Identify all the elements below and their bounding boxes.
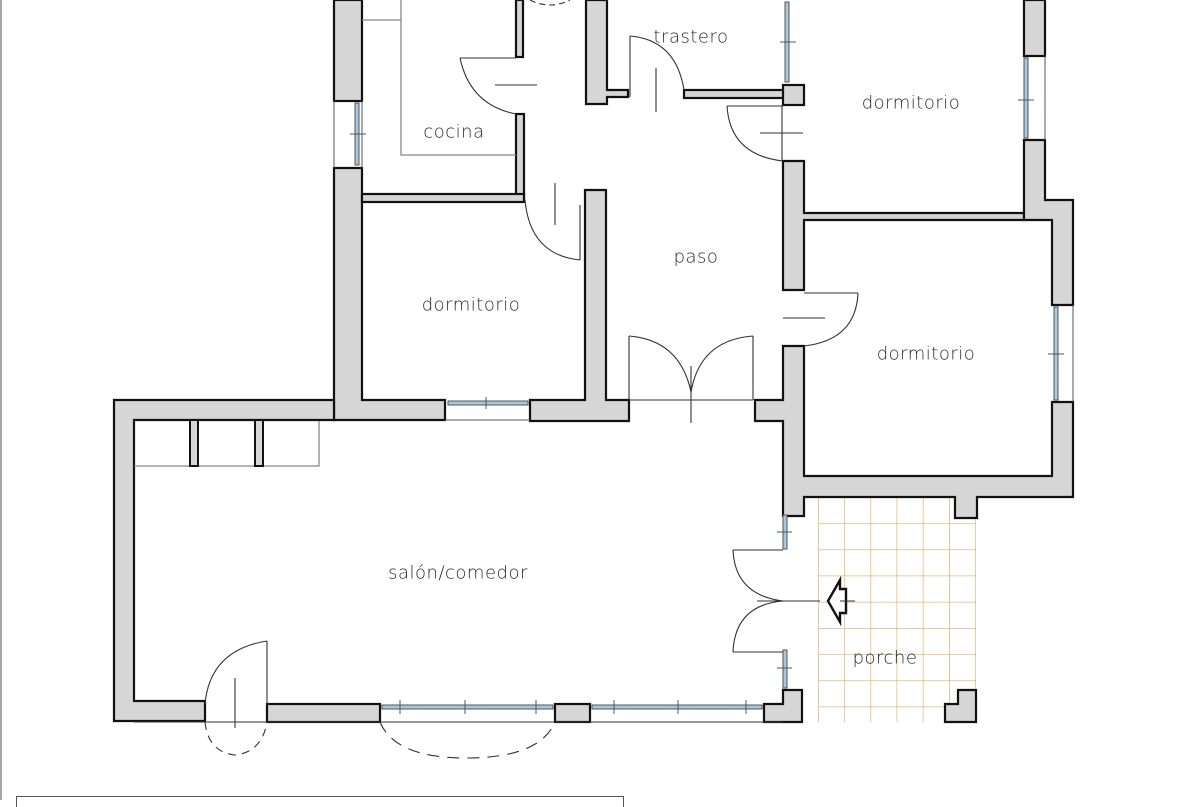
wall-kitchen-right-bottom <box>514 112 526 201</box>
door-salon-bottom <box>204 640 268 705</box>
room-label-dormitorio-1: dormitorio <box>421 294 521 316</box>
fixtures <box>134 0 516 467</box>
cabinet-dividers <box>189 419 264 467</box>
cabinet-divider-2 <box>254 419 264 467</box>
room-label-porche: porche <box>852 647 918 669</box>
door-porche-double <box>732 549 784 653</box>
wall-trastero-bottom <box>682 88 786 100</box>
cabinet-divider-1 <box>189 419 199 467</box>
wall-paso-right <box>781 159 1026 292</box>
door-top-arc <box>529 0 571 6</box>
room-label-dormitorio-2: dormitorio <box>861 92 961 114</box>
wall-salon-outer <box>112 398 336 723</box>
window-salon-bottom-2 <box>591 704 763 710</box>
wall-trastero-corner <box>781 83 806 107</box>
wall-salon-top-mid <box>528 188 631 423</box>
room-label-paso: paso <box>673 246 719 268</box>
room-label-salon-comedor: salón/comedor <box>388 562 528 584</box>
wall-salon-bottom-2 <box>553 702 592 724</box>
wall-porche-corner-br <box>943 688 978 724</box>
page-frame-border <box>0 0 2 800</box>
doors <box>134 0 859 759</box>
window-dorm2 <box>1023 57 1029 139</box>
wall-dorm3-right-bottom <box>753 344 1075 520</box>
window-swing <box>379 721 556 759</box>
door-paso-double <box>628 335 754 401</box>
wall-salon-corner-br <box>762 688 804 724</box>
wall-dorm2-right-bottom <box>1022 138 1075 307</box>
wall-trastero-left <box>584 0 630 106</box>
walls <box>112 0 1075 724</box>
window-salon-bottom-1 <box>381 704 554 710</box>
window-marks <box>333 41 1074 723</box>
door-dorm1 <box>524 199 581 261</box>
room-label-dormitorio-3: dormitorio <box>876 343 976 365</box>
wall-kitchen-right-top <box>514 0 525 59</box>
title-block-frame <box>16 796 624 807</box>
window-dorm1 <box>447 400 529 406</box>
door-dorm2 <box>726 105 784 162</box>
wall-salon-bottom-1 <box>265 702 382 724</box>
window-salon-right-bottom <box>782 649 788 689</box>
wall-kitchen-left-top <box>332 0 364 103</box>
door-dorm3 <box>803 292 859 347</box>
room-label-cocina: cocina <box>423 121 485 143</box>
wall-kitchen-bottom <box>360 192 526 204</box>
door-kitchen <box>459 57 517 115</box>
salon-cabinet <box>134 421 320 467</box>
door-trastero <box>629 35 685 97</box>
room-label-trastero: trastero <box>653 26 729 48</box>
kitchen-counter <box>362 19 516 156</box>
wall-dorm2-right-top <box>1022 0 1047 58</box>
